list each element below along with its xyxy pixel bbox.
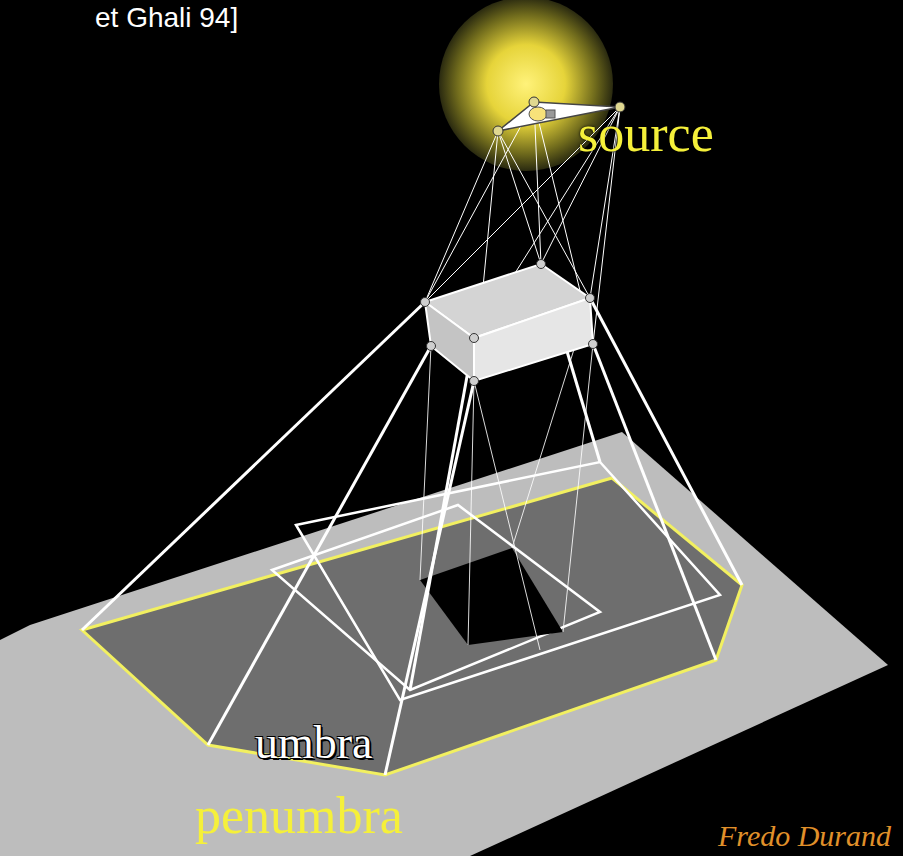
umbra-label: umbra <box>255 716 373 769</box>
occluder-box <box>425 264 593 381</box>
umbra-region <box>420 548 563 645</box>
citation-text: et Ghali 94] <box>95 2 238 34</box>
bulb-icon <box>529 107 555 121</box>
penumbra-label: penumbra <box>195 786 403 845</box>
author-credit: Fredo Durand <box>718 819 891 853</box>
cone-lines <box>82 264 742 775</box>
penumbra-region <box>82 478 742 775</box>
umbra-lines <box>420 298 593 650</box>
source-label: source <box>578 104 714 163</box>
box-vertices <box>421 260 598 386</box>
